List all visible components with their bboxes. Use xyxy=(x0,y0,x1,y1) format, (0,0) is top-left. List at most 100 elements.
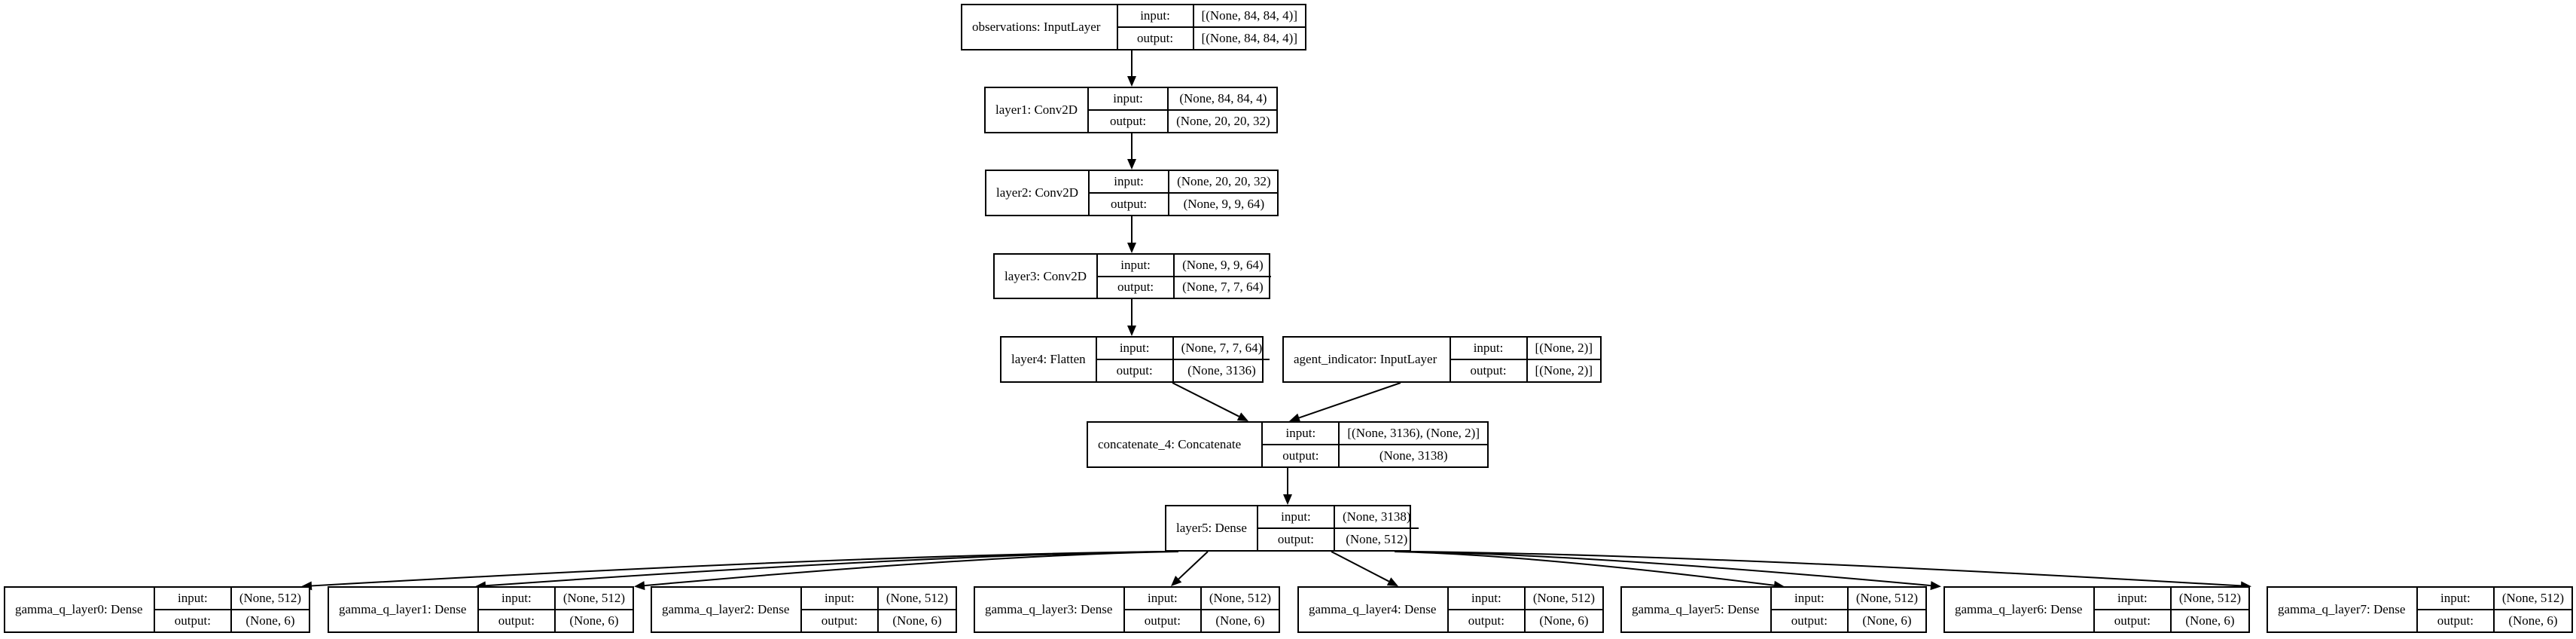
output-row: output:(None, 6) xyxy=(2417,609,2571,631)
arrowhead-icon xyxy=(1236,412,1248,421)
arrowhead-icon xyxy=(1930,581,1941,591)
layer-name: concatenate_4: Concatenate xyxy=(1088,423,1264,466)
output-row: output: (None, 6) xyxy=(2094,609,2248,631)
edge-line xyxy=(1172,382,1239,417)
input-label: input: xyxy=(1125,588,1202,609)
edge-layer5-to-gamma-q-layer4 xyxy=(1331,551,1398,586)
output-label: output: xyxy=(1772,610,1849,631)
edge-layer4-to-concatenate-4 xyxy=(1172,382,1248,421)
edge-line xyxy=(1298,382,1401,419)
output-label: output: xyxy=(1125,610,1202,631)
output-row: output:(None, 3136) xyxy=(1096,359,1270,381)
layer-name: gamma_q_layer1: Dense xyxy=(329,588,479,631)
input-row: input:(None, 84, 84, 4) xyxy=(1089,88,1278,109)
input-row: input:[(None, 2)] xyxy=(1451,338,1600,359)
edge-line xyxy=(485,551,1170,587)
arrowhead-icon xyxy=(1283,494,1292,505)
input-label: input: xyxy=(1118,5,1194,26)
input-label: input: xyxy=(2095,588,2172,609)
output-row: output: (None, 9, 9, 64) xyxy=(1090,192,1279,215)
input-shape: [(None, 84, 84, 4)] xyxy=(1201,8,1297,23)
output-row: output: (None, 6) xyxy=(1771,609,1925,631)
input-row: input: [(None, 3136), (None, 2)] xyxy=(1263,423,1487,444)
input-label: input: xyxy=(479,588,556,609)
layer-name: layer2: Conv2D xyxy=(986,171,1090,215)
arrowhead-icon xyxy=(634,581,645,591)
input-label: input: xyxy=(1097,338,1174,359)
arrowhead-icon xyxy=(1289,413,1301,423)
output-row: output:(None, 7, 7, 64) xyxy=(1098,275,1271,298)
output-label: output: xyxy=(1090,194,1170,215)
output-shape: (None, 20, 20, 32) xyxy=(1176,114,1270,128)
edge-layer3-to-layer4 xyxy=(1127,299,1136,336)
output-row: output:(None, 6) xyxy=(154,609,309,631)
input-label: input: xyxy=(1263,423,1340,444)
edge-layer5-to-gamma-q-layer7 xyxy=(1410,551,2251,591)
output-row: output: (None, 20, 20, 32) xyxy=(1089,109,1278,132)
arrowhead-icon xyxy=(1127,76,1136,87)
output-shape: (None, 3138) xyxy=(1379,448,1448,463)
output-shape: (None, 7, 7, 64) xyxy=(1182,280,1264,295)
input-row: input: [(None, 84, 84, 4)] xyxy=(1118,5,1305,26)
output-row: output:(None, 6) xyxy=(1448,609,1602,631)
input-label: input: xyxy=(1772,588,1849,609)
output-shape: (None, 6) xyxy=(1862,613,1912,628)
edge-layer2-to-layer3 xyxy=(1127,216,1136,253)
input-shape: (None, 3138) xyxy=(1342,509,1411,524)
input-shape: (None, 512) xyxy=(1532,591,1595,605)
layer-name: gamma_q_layer5: Dense xyxy=(1622,588,1772,631)
input-label: input: xyxy=(1451,338,1528,359)
output-shape: [(None, 2)] xyxy=(1535,363,1593,378)
input-shape: (None, 7, 7, 64) xyxy=(1181,341,1263,355)
output-label: output: xyxy=(1089,111,1169,132)
input-row: input: (None, 512) xyxy=(1449,588,1602,609)
input-label: input: xyxy=(1449,588,1526,609)
output-shape: (None, 3136) xyxy=(1187,363,1256,378)
edge-layer5-to-gamma-q-layer6 xyxy=(1404,551,1941,591)
arrowhead-icon xyxy=(1171,576,1182,586)
input-row: input:(None, 9, 9, 64) xyxy=(1098,255,1271,276)
edge-line xyxy=(1178,551,1209,580)
input-row: input: (None, 512) xyxy=(1125,588,1279,609)
output-shape: (None, 9, 9, 64) xyxy=(1183,197,1265,211)
edge-concatenate-4-to-layer5 xyxy=(1283,468,1292,505)
output-shape: (None, 512) xyxy=(1346,532,1408,546)
layer-name: gamma_q_layer3: Dense xyxy=(975,588,1125,631)
arrowhead-icon xyxy=(1127,243,1136,253)
output-label: output: xyxy=(802,610,879,631)
output-row: output:(None, 6) xyxy=(801,609,956,631)
layer-name: gamma_q_layer2: Dense xyxy=(652,588,802,631)
layer-name: gamma_q_layer7: Dense xyxy=(2268,588,2418,631)
output-row: output:[(None, 2)] xyxy=(1450,359,1600,381)
output-shape: (None, 6) xyxy=(2185,613,2235,628)
input-shape: (None, 512) xyxy=(562,591,625,605)
input-shape: (None, 512) xyxy=(2178,591,2241,605)
output-row: output: (None, 3138) xyxy=(1263,444,1487,466)
output-row: output:(None, 6) xyxy=(1124,609,1279,631)
output-label: output: xyxy=(2095,610,2172,631)
input-shape: (None, 512) xyxy=(886,591,948,605)
layer-name: gamma_q_layer6: Dense xyxy=(1945,588,2095,631)
input-shape: (None, 512) xyxy=(1855,591,1918,605)
input-shape: (None, 512) xyxy=(1209,591,1271,605)
input-label: input: xyxy=(802,588,879,609)
input-row: input:(None, 512) xyxy=(155,588,309,609)
input-shape: [(None, 3136), (None, 2)] xyxy=(1347,426,1480,440)
output-row: output:[(None, 84, 84, 4)] xyxy=(1117,26,1305,49)
output-label: output: xyxy=(1263,445,1340,466)
layer-name: layer4: Flatten xyxy=(1001,338,1097,381)
edge-layer5-to-gamma-q-layer3 xyxy=(1171,551,1209,586)
edge-layer5-to-gamma-q-layer2 xyxy=(634,551,1179,591)
output-label: output: xyxy=(479,610,556,631)
